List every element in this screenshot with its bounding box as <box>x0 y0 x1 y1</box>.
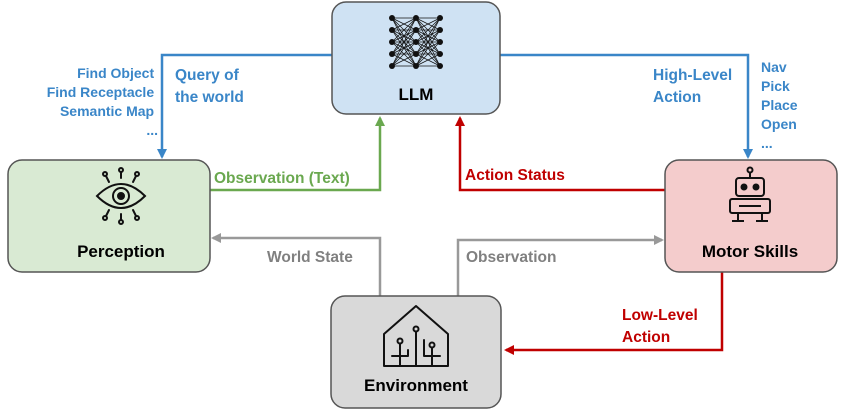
edge-query-label-line-1: Query of <box>175 67 240 84</box>
neural-network-connection <box>415 41 441 67</box>
neural-network-connection <box>391 41 417 67</box>
edge-low-level-line <box>504 272 724 355</box>
eye-circuit-icon <box>95 167 147 225</box>
neural-network-connection <box>415 17 441 43</box>
node-motor-skills: Motor Skills <box>664 159 838 273</box>
edge-observation-text-line <box>210 116 385 192</box>
neural-network-connection <box>415 29 441 67</box>
skill-item: Nav <box>761 59 787 75</box>
skill-item: ... <box>761 135 773 151</box>
neural-network-icon <box>389 15 443 69</box>
node-perception-label: Perception <box>77 242 165 261</box>
perception-query-list: Find Object Find Receptacle Semantic Map… <box>47 65 158 138</box>
edge-observation-text-label: Observation (Text) <box>214 170 350 187</box>
node-motor-skills-label: Motor Skills <box>702 242 798 261</box>
edge-low-level-label: Low-Level Action <box>622 307 702 346</box>
edge-observation-label: Observation <box>466 249 556 266</box>
edge-high-level-label-line-2: Action <box>653 89 701 106</box>
edge-world-state-label: World State <box>267 249 353 266</box>
node-perception: Perception <box>7 159 211 273</box>
neural-network-connection <box>415 17 441 67</box>
edge-high-level-line <box>500 53 753 159</box>
perception-query-item: Find Receptacle <box>47 84 155 100</box>
edge-query-line <box>157 53 332 159</box>
neural-network-connection <box>391 53 417 67</box>
skill-item: Pick <box>761 78 790 94</box>
edge-high-level-label: High-Level Action <box>653 67 737 106</box>
edge-low-level-label-line-2: Action <box>622 329 670 346</box>
skill-list: Nav Pick Place Open ... <box>761 59 801 151</box>
neural-network-connection <box>391 29 417 67</box>
neural-network-connection <box>415 53 441 67</box>
edge-query-label: Query of the world <box>175 67 244 106</box>
edge-world-state-line <box>211 233 382 296</box>
edge-action-status-line <box>455 116 665 192</box>
node-llm: LLM <box>331 1 501 115</box>
edge-high-level-label-line-1: High-Level <box>653 67 732 84</box>
neural-network-connection <box>391 17 417 67</box>
neural-network-connection <box>391 17 417 55</box>
neural-network-connection <box>415 17 441 31</box>
node-environment: Environment <box>330 295 502 409</box>
perception-query-item: Find Object <box>77 65 154 81</box>
neural-network-connection <box>415 17 441 55</box>
edge-action-status-label: Action Status <box>465 167 565 184</box>
edge-query-label-line-2: the world <box>175 89 244 106</box>
perception-query-item: ... <box>146 122 158 138</box>
perception-query-item: Semantic Map <box>60 103 154 119</box>
robot-icon <box>729 166 771 222</box>
circuit-house-icon <box>383 305 449 367</box>
node-environment-label: Environment <box>364 376 468 395</box>
neural-network-connection <box>391 17 417 31</box>
edge-low-level-label-line-1: Low-Level <box>622 307 698 324</box>
node-llm-label: LLM <box>399 85 434 104</box>
skill-item: Place <box>761 97 798 113</box>
edge-observation-line <box>456 235 664 296</box>
neural-network-connection <box>391 17 417 43</box>
skill-item: Open <box>761 116 797 132</box>
